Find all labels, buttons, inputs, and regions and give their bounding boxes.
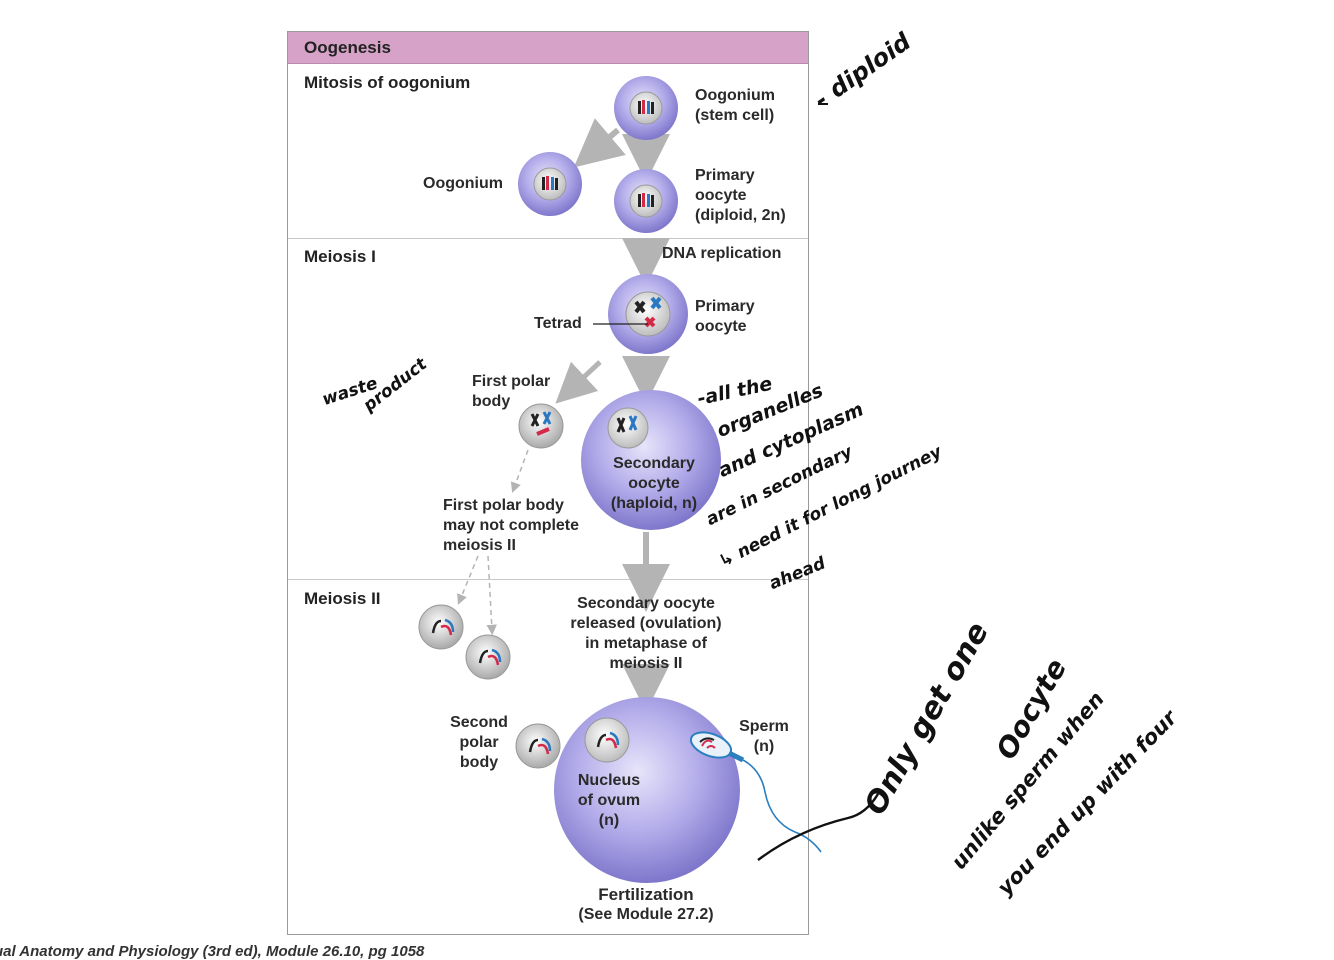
label-tetrad: Tetrad	[534, 315, 582, 332]
process-arrows	[457, 118, 670, 712]
label-sperm: Sperm(n)	[739, 718, 789, 755]
panel-title: Oogenesis	[304, 38, 391, 57]
label-oogonium-left: Oogonium	[423, 175, 503, 192]
divider-meiosis1	[288, 238, 808, 239]
panel-header: Oogenesis	[288, 32, 808, 64]
annotation-pointer-line	[757, 793, 880, 861]
label-fertilization: Fertilization (See Module 27.2)	[578, 885, 714, 923]
divider-meiosis2	[288, 579, 808, 580]
oogonium-stem-cell	[614, 76, 678, 140]
first-polar-body-cell	[518, 403, 564, 449]
label-dna-replication: DNA replication	[662, 245, 782, 262]
label-oogonium-stem: Oogonium(stem cell)	[695, 87, 775, 124]
sperm-cell	[689, 731, 822, 853]
section-meiosis2: Meiosis II	[304, 589, 381, 608]
secondary-oocyte-cell	[581, 390, 721, 530]
primary-oocyte-tetrad-cell	[608, 274, 688, 354]
section-mitosis: Mitosis of oogonium	[304, 73, 471, 92]
section-meiosis1: Meiosis I	[304, 247, 376, 266]
second-polar-body-cell	[515, 723, 561, 769]
polar-body-cell-a	[418, 604, 464, 650]
oogonium-left-cell	[518, 152, 582, 216]
source-citation: ual Anatomy and Physiology (3rd ed), Mod…	[0, 943, 425, 960]
polar-body-cell-b	[465, 634, 511, 680]
primary-oocyte-diploid-cell	[614, 169, 678, 233]
